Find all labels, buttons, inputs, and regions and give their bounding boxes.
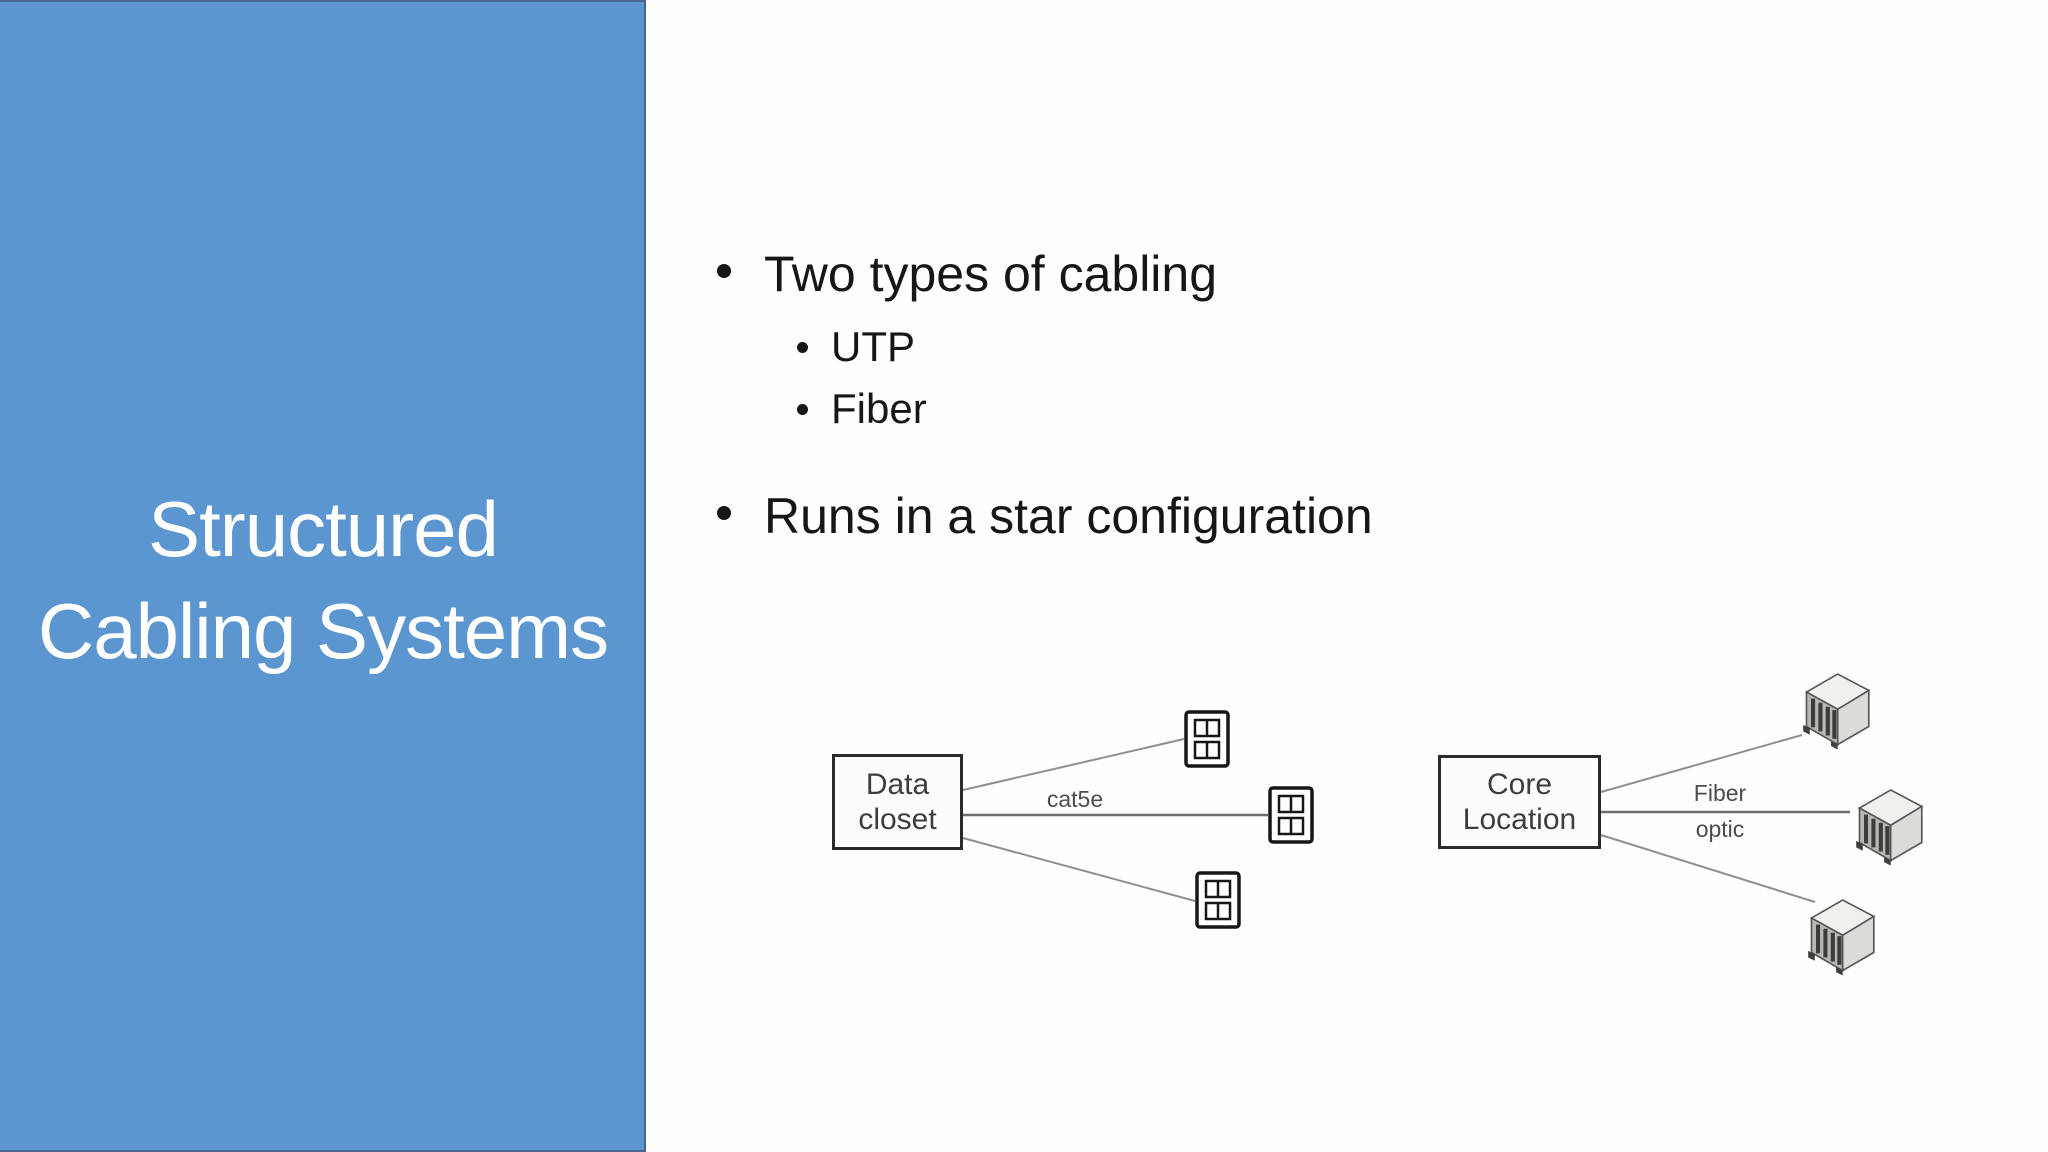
slide-title-line2: Cabling Systems (37, 587, 609, 675)
sub-bullet-fiber: Fiber (797, 383, 927, 435)
bullet-star-config-label: Runs in a star configuration (764, 488, 1373, 544)
cat5e-cable-label: cat5e (1046, 786, 1104, 812)
wall-jack-icon (1195, 871, 1241, 929)
bullet-dot-icon (797, 342, 808, 353)
network-device-icon (1856, 789, 1924, 866)
bullet-dot-icon (797, 404, 808, 415)
cable-line (1600, 834, 1816, 903)
bullet-two-types: Two types of cabling (717, 244, 1218, 304)
network-device-icon (1803, 673, 1871, 750)
bullet-two-types-label: Two types of cabling (764, 246, 1218, 302)
network-device-icon (1808, 899, 1876, 976)
core-location-label-line2: Location (1462, 803, 1577, 836)
slide-title: Structured Cabling Systems (0, 478, 646, 682)
bullet-star-config: Runs in a star configuration (717, 486, 1373, 546)
fiber-cable-label-line1: Fiber (1693, 780, 1747, 806)
bullet-dot-icon (717, 264, 731, 278)
data-closet-box: Data closet (832, 754, 963, 850)
title-panel: Structured Cabling Systems (0, 0, 646, 1152)
cable-line (1600, 734, 1803, 793)
fiber-cable-label-line2: optic (1695, 816, 1745, 842)
data-closet-label-line1: Data (865, 768, 930, 801)
wall-jack-icon (1184, 710, 1230, 768)
cable-line (962, 837, 1196, 902)
sub-bullet-fiber-label: Fiber (831, 385, 927, 432)
star-cabling-diagram: Data closet cat5e Cor (800, 640, 1970, 1000)
cable-line (962, 738, 1185, 791)
core-location-label-line1: Core (1486, 768, 1553, 801)
bullet-dot-icon (717, 506, 731, 520)
sub-bullet-utp: UTP (797, 321, 915, 373)
data-closet-label-line2: closet (858, 803, 937, 836)
slide-title-line1: Structured (148, 485, 499, 573)
cable-lines (962, 734, 1850, 903)
sub-bullet-utp-label: UTP (831, 323, 915, 370)
core-location-box: Core Location (1438, 755, 1601, 849)
wall-jack-icon (1268, 786, 1314, 844)
